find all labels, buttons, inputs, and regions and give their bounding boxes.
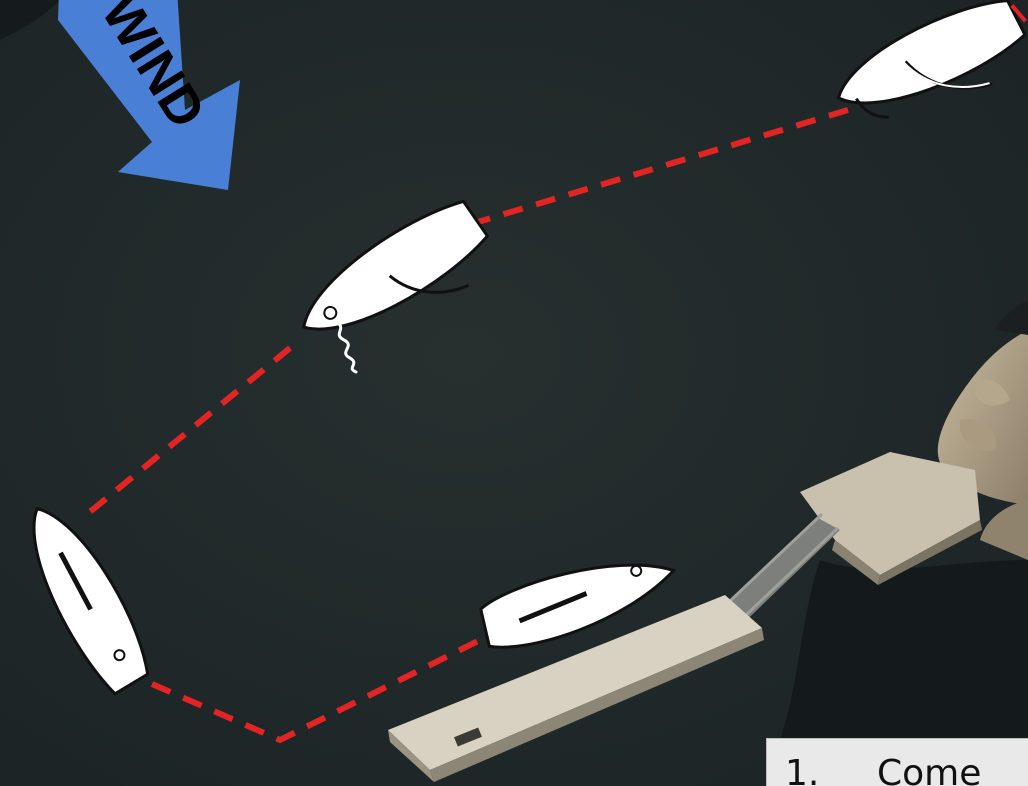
caption-text: Come <box>877 753 981 786</box>
caption-number: 1. <box>785 753 819 786</box>
shadow-area <box>780 560 1028 740</box>
caption-box: 1. Come <box>766 738 1028 786</box>
